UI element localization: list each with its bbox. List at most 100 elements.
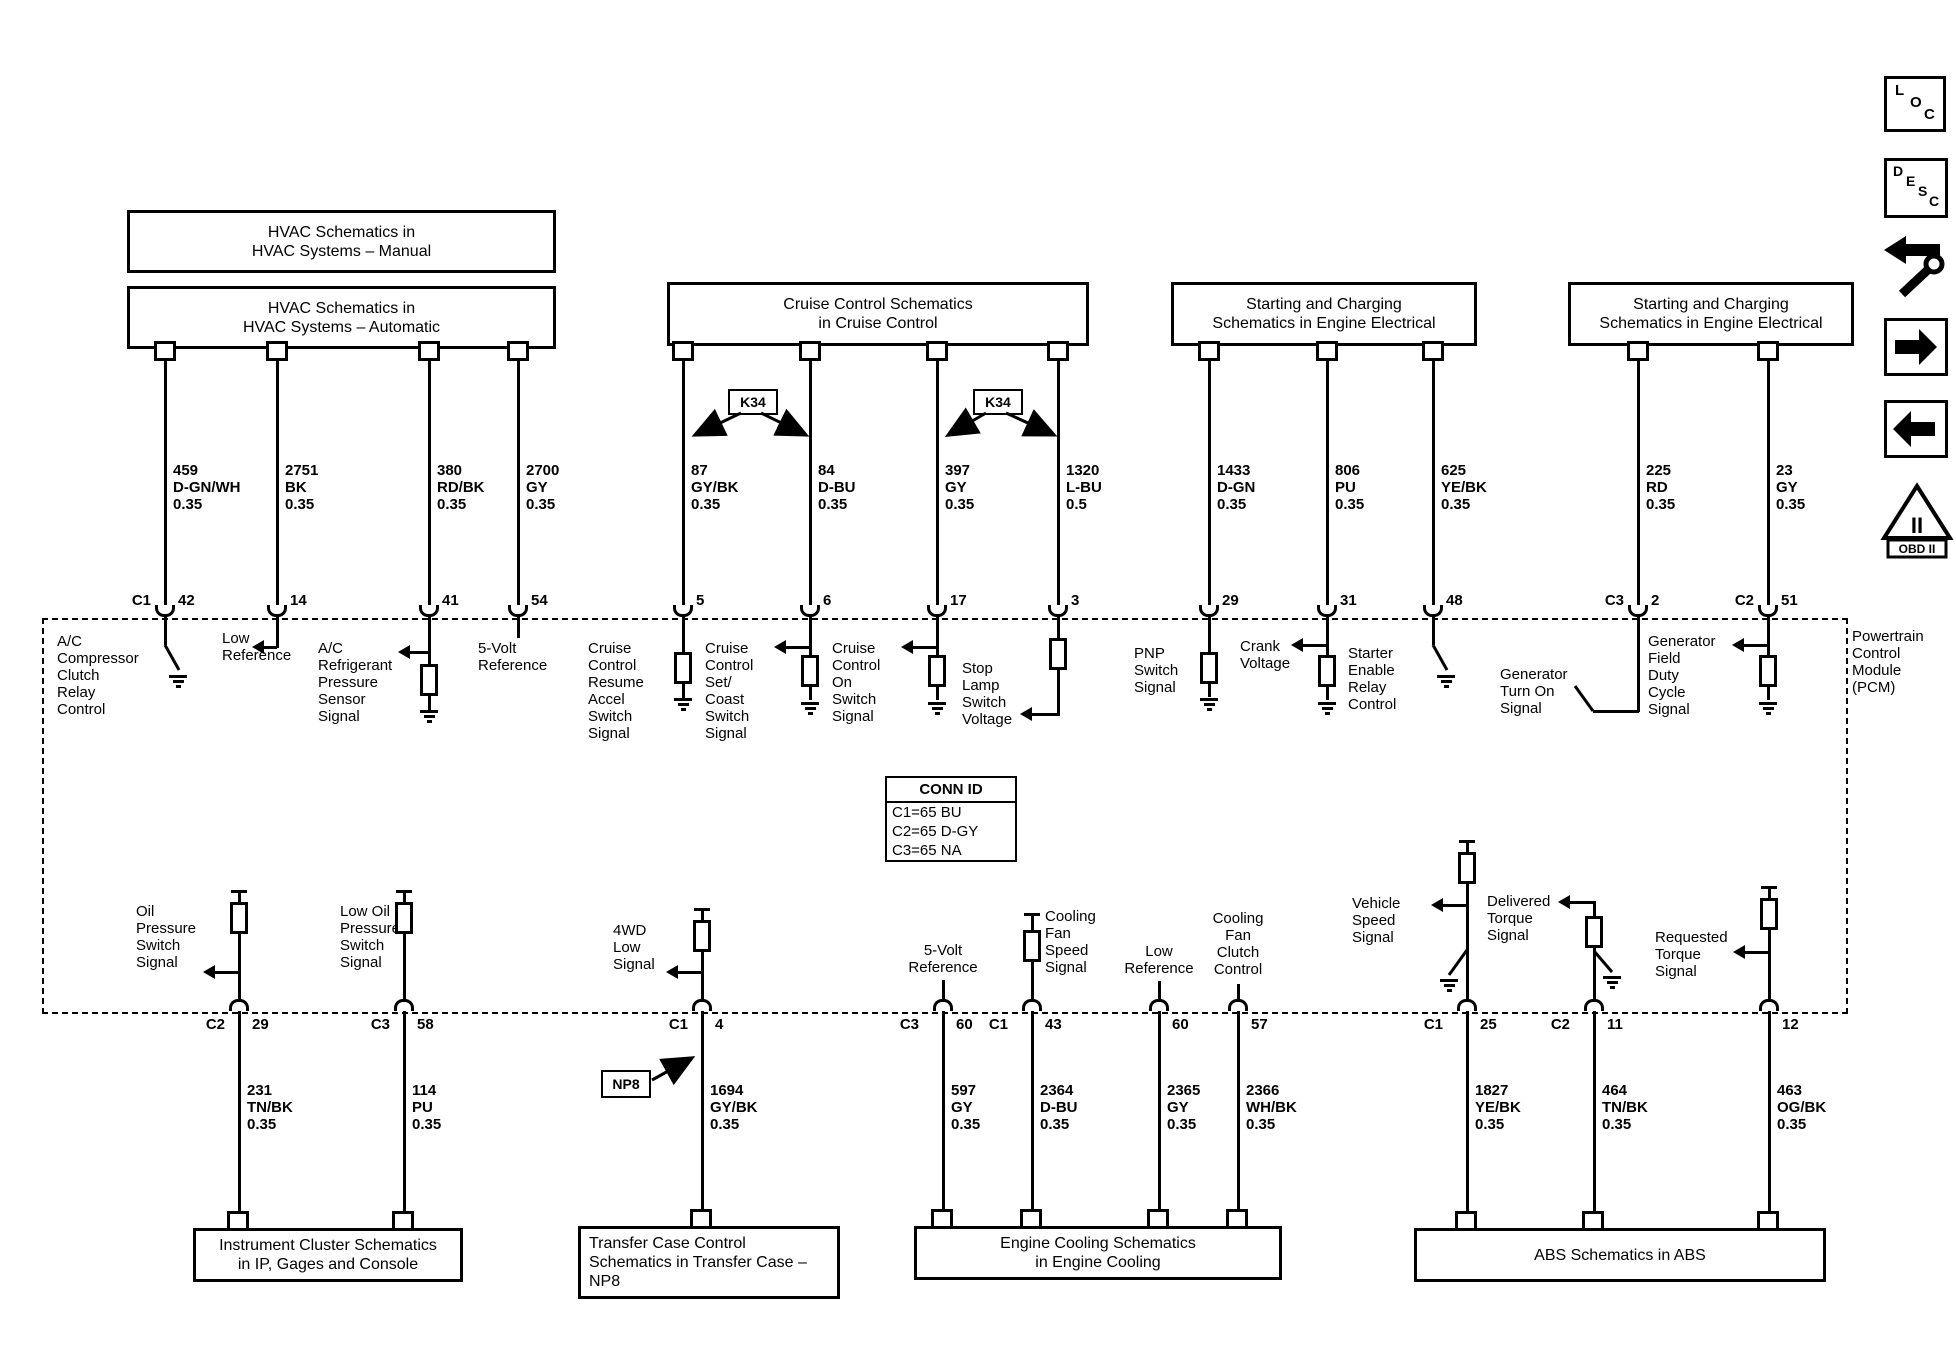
bottom-wire-6-line	[1158, 1010, 1161, 1209]
conn-id-table: CONN ID C1=65 BU C2=65 D-GY C3=65 NA	[885, 776, 1017, 862]
np8-tag: NP8	[601, 1070, 651, 1098]
ground-icon	[801, 700, 819, 715]
obd2-icon[interactable]: II OBD II	[1880, 482, 1954, 562]
pin-conn-label: C3	[370, 1016, 390, 1033]
wire-label: 463 OG/BK 0.35	[1777, 1082, 1827, 1133]
pcm-stub	[1768, 889, 1771, 1010]
pcm-stub	[403, 893, 406, 1010]
resistor-icon	[693, 920, 711, 952]
top-wire-3-line	[428, 361, 431, 618]
k34-splice-arrow	[1005, 409, 1058, 437]
obd2-label: OBD II	[1899, 542, 1936, 556]
resistor-icon	[928, 655, 946, 687]
bottom-wire-7-line	[1237, 1010, 1240, 1209]
signal-label: 4WD Low Signal	[613, 922, 655, 973]
wire-label: 2364 D-BU 0.35	[1040, 1082, 1078, 1133]
bottom-wire-3-line	[701, 1010, 704, 1209]
next-page-button[interactable]	[1884, 318, 1948, 376]
pin-connector	[673, 605, 693, 617]
pin-number: 60	[1172, 1016, 1189, 1033]
ref-box-starting-charging-1[interactable]: Starting and Charging Schematics in Engi…	[1171, 282, 1477, 346]
pcm-stub	[1637, 618, 1640, 712]
pin-connector	[1759, 999, 1779, 1011]
prev-page-button[interactable]	[1884, 400, 1948, 458]
pin-number: 42	[178, 592, 195, 609]
signal-label: Low Oil Pressure Switch Signal	[340, 903, 401, 971]
k34-splice-arrow	[691, 408, 742, 437]
ground-icon	[1318, 700, 1336, 715]
ref-box-starting-charging-2[interactable]: Starting and Charging Schematics in Engi…	[1568, 282, 1854, 346]
wire-label: 597 GY 0.35	[951, 1082, 981, 1133]
connector-stub	[672, 341, 694, 361]
pin-number: 5	[696, 592, 705, 609]
pin-connector	[1457, 999, 1477, 1011]
pin-connector	[692, 999, 712, 1011]
desc-letter: E	[1906, 173, 1916, 189]
connector-stub	[1757, 341, 1779, 361]
wire-label: 625 YE/BK 0.35	[1441, 462, 1487, 513]
top-wire-4-line	[517, 361, 520, 618]
ground-icon	[1440, 977, 1458, 992]
signal-direction-arrow	[398, 645, 429, 659]
np8-pointer-arrow	[651, 1056, 696, 1086]
wire-label: 1433 D-GN 0.35	[1217, 462, 1256, 513]
ref-box-transfer-case[interactable]: Transfer Case Control Schematics in Tran…	[578, 1226, 840, 1299]
pcm-stub	[1237, 984, 1240, 1010]
connector-stub	[1198, 341, 1220, 361]
wire-label: 23 GY 0.35	[1776, 462, 1806, 513]
connector-stub	[1627, 341, 1649, 361]
k34-tag: K34	[973, 389, 1023, 415]
pin-number: 48	[1446, 592, 1463, 609]
signal-label: 5-Volt Reference	[478, 640, 548, 674]
ref-box-instrument-cluster[interactable]: Instrument Cluster Schematics in IP, Gag…	[193, 1228, 463, 1282]
loc-letter: L	[1895, 82, 1905, 99]
signal-label: A/C Compressor Clutch Relay Control	[57, 633, 139, 718]
signal-label: Requested Torque Signal	[1655, 929, 1728, 980]
top-wire-5-line	[682, 361, 685, 618]
pcm-stub	[517, 618, 520, 638]
ground-icon	[1603, 974, 1621, 989]
ground-icon	[1437, 673, 1455, 688]
k34-splice-arrow	[944, 407, 987, 438]
pcm-stub	[1466, 843, 1469, 1010]
desc-button[interactable]: D E S C	[1884, 158, 1948, 218]
wire-label: 2366 WH/BK 0.35	[1246, 1082, 1297, 1133]
pin-number: 54	[531, 592, 548, 609]
pin-number: 41	[442, 592, 459, 609]
pin-connector	[229, 999, 249, 1011]
pcm-stub	[1031, 916, 1034, 1010]
ref-box-hvac-automatic[interactable]: HVAC Schematics in HVAC Systems – Automa…	[127, 286, 556, 349]
top-wire-12-line	[1637, 361, 1640, 618]
signal-label: Low Reference	[1124, 943, 1194, 977]
conn-id-title: CONN ID	[887, 778, 1015, 803]
top-wire-8-line	[1057, 361, 1060, 618]
wire-label: 1694 GY/BK 0.35	[710, 1082, 758, 1133]
pin-connector	[933, 999, 953, 1011]
pin-connector	[1149, 999, 1169, 1011]
signal-label: Stop Lamp Switch Voltage	[962, 660, 1013, 728]
connector-stub	[799, 341, 821, 361]
pin-connector	[1758, 605, 1778, 617]
wrench-head	[1923, 253, 1945, 275]
pin-conn-label: C1	[668, 1016, 688, 1033]
signal-direction-arrow	[774, 640, 810, 654]
diagnostic-wrench-icon[interactable]	[1876, 230, 1952, 302]
ref-box-abs[interactable]: ABS Schematics in ABS	[1414, 1228, 1826, 1282]
signal-label: Generator Turn On Signal	[1500, 666, 1568, 717]
ref-box-cruise-control[interactable]: Cruise Control Schematics in Cruise Cont…	[667, 282, 1089, 346]
pin-number: 2	[1651, 592, 1660, 609]
ground-icon	[420, 708, 438, 723]
obd2-numeral: II	[1911, 513, 1923, 538]
desc-letter: S	[1918, 183, 1928, 199]
pin-connector	[1584, 999, 1604, 1011]
ref-box-engine-cooling[interactable]: Engine Cooling Schematics in Engine Cool…	[914, 1226, 1282, 1280]
pcm-module-outline	[42, 618, 1848, 1014]
ref-box-hvac-manual[interactable]: HVAC Schematics in HVAC Systems – Manual	[127, 210, 556, 273]
signal-label: Vehicle Speed Signal	[1352, 895, 1401, 946]
pin-connector	[800, 605, 820, 617]
conn-id-row: C1=65 BU	[892, 804, 962, 821]
signal-label: 5-Volt Reference	[908, 942, 978, 976]
signal-label: Starter Enable Relay Control	[1348, 645, 1397, 713]
loc-button[interactable]: L O C	[1884, 76, 1946, 132]
top-wire-6-line	[809, 361, 812, 618]
